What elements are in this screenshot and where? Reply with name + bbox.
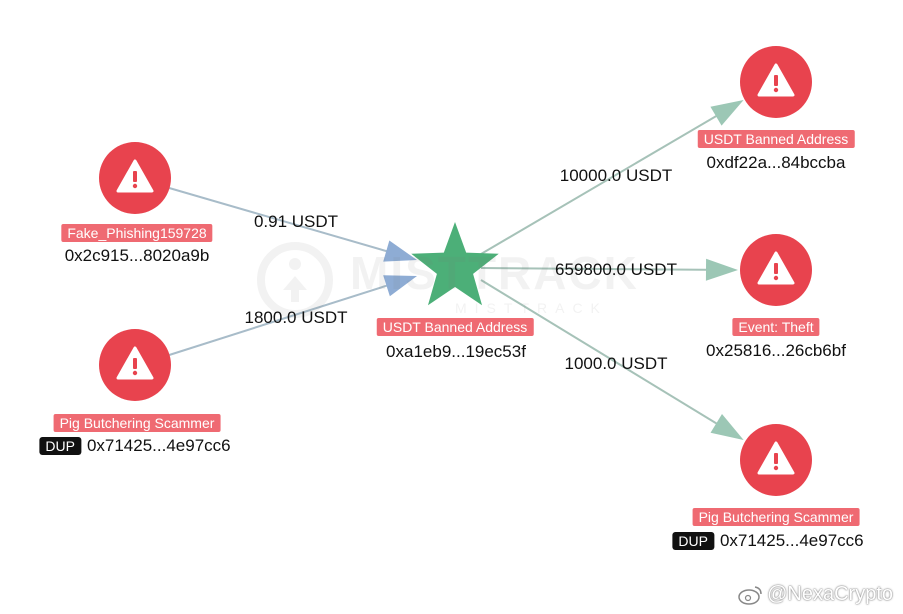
edge-line	[168, 280, 401, 356]
dup-badge: DUP	[39, 437, 81, 455]
source-node-0[interactable]	[99, 142, 171, 214]
source-address-0[interactable]: 0x2c915...8020a9b	[65, 246, 210, 266]
target-label-1: Event: Theft	[732, 318, 820, 336]
target-node-2[interactable]	[740, 424, 812, 496]
target-label-0: USDT Banned Address	[697, 130, 855, 148]
edge-arrowhead	[383, 275, 417, 297]
edge-in-1	[168, 275, 417, 356]
edge-line	[480, 267, 721, 271]
address-text: 0xa1eb9...19ec53f	[386, 342, 526, 361]
warning-icon	[757, 251, 795, 285]
source-address-1[interactable]: DUP 0x71425...4e97cc6	[39, 436, 231, 456]
target-address-2[interactable]: DUP 0x71425...4e97cc6	[672, 531, 864, 551]
edge-line	[168, 187, 400, 256]
source-amount-1: 1800.0 USDT	[244, 308, 348, 327]
warning-icon	[116, 346, 154, 380]
credit-text: @NexaCrypto	[767, 583, 893, 605]
source-label-0: Fake_Phishing159728	[61, 224, 213, 242]
target-node-1[interactable]	[740, 234, 812, 306]
target-label-2: Pig Butchering Scammer	[692, 508, 860, 526]
star-icon[interactable]	[411, 222, 499, 306]
warning-icon	[116, 159, 154, 193]
edge-line	[480, 279, 729, 432]
address-text: 0x71425...4e97cc6	[86, 436, 231, 455]
edge-out-1	[480, 258, 738, 281]
target-address-1[interactable]: 0x25816...26cb6bf	[706, 341, 846, 361]
target-address-0[interactable]: 0xdf22a...84bccba	[707, 153, 846, 173]
weibo-icon	[738, 585, 762, 605]
edge-arrowhead	[383, 240, 417, 262]
target-amount-1: 659800.0 USDT	[555, 260, 677, 279]
address-text: 0xdf22a...84bccba	[706, 153, 846, 172]
edge-out-0	[480, 100, 744, 255]
source-node-1[interactable]	[99, 329, 171, 401]
warning-icon	[757, 441, 795, 475]
edge-out-2	[480, 279, 744, 440]
target-amount-2: 1000.0 USDT	[564, 354, 668, 373]
edge-arrowhead	[705, 258, 738, 281]
target-node-0[interactable]	[740, 46, 812, 118]
center-label: USDT Banned Address	[376, 318, 534, 336]
address-text: 0x71425...4e97cc6	[719, 531, 864, 550]
address-text: 0x25816...26cb6bf	[706, 341, 846, 360]
source-credit: @NexaCrypto	[737, 583, 893, 606]
edge-line	[480, 108, 729, 255]
edge-in-0	[168, 187, 417, 262]
warning-icon	[757, 63, 795, 97]
address-text: 0x2c915...8020a9b	[64, 246, 210, 265]
dup-badge: DUP	[672, 532, 714, 550]
edge-arrowhead	[710, 413, 744, 440]
source-amount-0: 0.91 USDT	[253, 212, 339, 231]
edge-arrowhead	[710, 100, 744, 126]
source-label-1: Pig Butchering Scammer	[53, 414, 221, 432]
target-amount-0: 10000.0 USDT	[559, 166, 673, 185]
center-address[interactable]: 0xa1eb9...19ec53f	[386, 342, 526, 362]
